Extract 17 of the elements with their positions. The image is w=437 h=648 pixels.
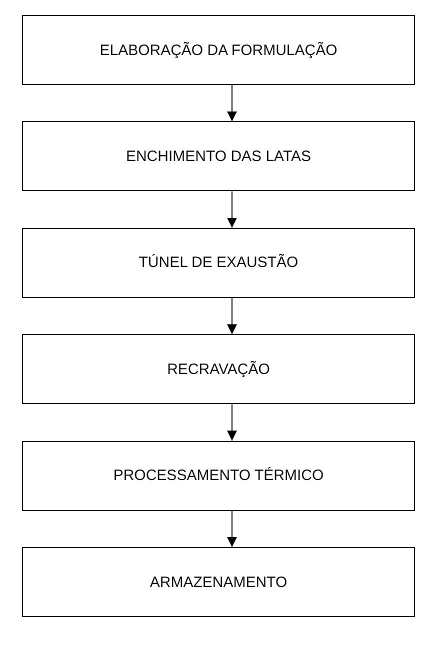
arrow [227, 190, 237, 228]
process-box [22, 547, 415, 617]
step-label: ARMAZENAMENTO [150, 574, 288, 590]
process-box [22, 334, 415, 404]
process-box [22, 121, 415, 192]
arrow [227, 297, 237, 335]
process-box [22, 228, 415, 298]
arrow [227, 404, 237, 442]
step-label: PROCESSAMENTO TÉRMICO [113, 467, 324, 484]
process-box [22, 440, 415, 511]
step-label: ENCHIMENTO DAS LATAS [126, 148, 312, 165]
arrow [227, 84, 237, 122]
arrow [227, 510, 237, 548]
step-label: ELABORAÇÃO DA FORMULAÇÃO [100, 42, 338, 58]
step-label: TÚNEL DE EXAUSTÃO [138, 254, 298, 272]
process-box [22, 15, 415, 85]
step-label: RECRAVAÇÃO [167, 360, 270, 378]
